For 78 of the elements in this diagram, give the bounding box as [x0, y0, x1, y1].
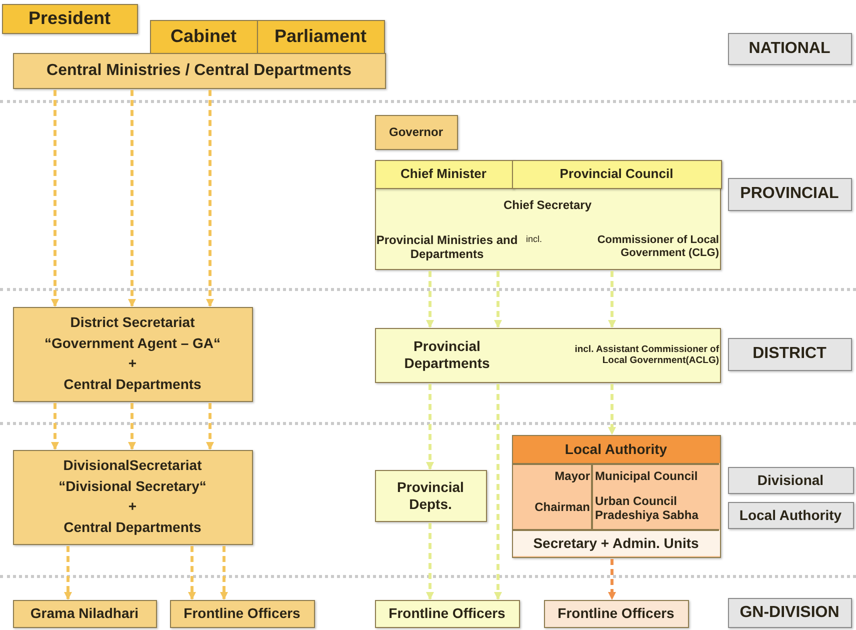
- org-box: [512, 160, 722, 188]
- box-text: Central Departments: [62, 518, 202, 537]
- box-text: Mayor: [554, 468, 590, 485]
- box-label: Parliament: [273, 24, 368, 48]
- org-box: [512, 435, 721, 558]
- org-box: [13, 53, 386, 89]
- org-box: [375, 600, 520, 628]
- arrow: [608, 271, 616, 328]
- box-text: DivisionalSecretariat: [62, 456, 203, 476]
- arrow: [608, 384, 616, 435]
- arrow: [426, 523, 434, 600]
- box-label: Provincial Council: [558, 164, 674, 183]
- org-box: [13, 600, 157, 628]
- box-label: Grama Niladhari: [29, 604, 140, 624]
- level-label-box: [728, 178, 852, 211]
- box-label: Frontline Officers: [182, 604, 302, 624]
- arrow: [51, 403, 59, 450]
- box-label: Governor: [388, 124, 444, 141]
- arrow: [64, 546, 72, 600]
- arrow: [128, 403, 136, 450]
- box-label: Divisional: [756, 470, 825, 490]
- arrow: [206, 403, 214, 450]
- arrow: [220, 546, 228, 600]
- box-text: “Divisional Secretary“: [58, 477, 208, 496]
- box-text: District Secretariat: [69, 313, 196, 332]
- box-label: Chief Minister: [400, 164, 488, 183]
- box-label: DISTRICT: [752, 344, 828, 364]
- box-label: Frontline Officers: [388, 604, 506, 624]
- arrow: [494, 384, 502, 600]
- org-box: [13, 307, 253, 402]
- box-text: Provincial Departments: [403, 337, 491, 373]
- org-box: [13, 450, 253, 545]
- arrow: [608, 559, 616, 600]
- box-text: Commissioner of Local Government (CLG): [596, 232, 719, 261]
- box-label: NATIONAL: [748, 38, 832, 59]
- arrow: [206, 90, 214, 307]
- box-label: Local Authority: [738, 506, 843, 525]
- box-label: President: [27, 6, 112, 30]
- org-box: [374, 160, 514, 188]
- org-box: [375, 160, 721, 270]
- box-label: GN-DIVISION: [738, 602, 840, 623]
- box-text: +: [127, 354, 138, 372]
- box-label: PROVINCIAL: [739, 184, 840, 204]
- box-label: Frontline Officers: [556, 604, 676, 624]
- box-text: “Government Agent – GA“: [43, 334, 222, 354]
- org-box: [375, 328, 721, 383]
- box-text: Secretary + Admin. Units: [532, 534, 700, 553]
- box-text: Central Departments: [62, 374, 202, 394]
- box-text: Local Authority: [564, 440, 668, 460]
- box-text: Chairman: [534, 498, 590, 516]
- level-label-box: [728, 33, 852, 65]
- arrow: [51, 90, 59, 307]
- box-label: Cabinet: [169, 24, 238, 48]
- org-box: [544, 600, 689, 628]
- level-label-box: [728, 467, 854, 494]
- org-box: [375, 115, 458, 150]
- arrow: [426, 271, 434, 328]
- arrow: [128, 90, 136, 307]
- box-text: Chief Secretary: [502, 196, 593, 214]
- org-box: [150, 20, 258, 54]
- org-box: [170, 600, 315, 628]
- box-text: Urban Council Pradeshiya Sabha: [595, 492, 700, 524]
- box-label: Central Ministries / Central Departments: [46, 60, 352, 81]
- arrow: [494, 271, 502, 328]
- org-box: [375, 470, 487, 522]
- level-label-box: [728, 338, 852, 371]
- org-box: [2, 4, 138, 34]
- box-text: Provincial Ministries and Departments: [376, 232, 518, 263]
- box-label: Provincial Depts.: [396, 478, 465, 514]
- box-text: Municipal Council: [595, 468, 699, 485]
- level-label-box: [728, 598, 852, 628]
- arrow: [188, 546, 196, 600]
- box-text: incl. Assistant Commissioner of Local Government(ACLG): [574, 342, 719, 368]
- org-box: [257, 20, 385, 54]
- arrow: [426, 384, 434, 470]
- box-text: +: [127, 497, 138, 515]
- level-label-box: [728, 502, 854, 529]
- box-text: incl.: [524, 232, 543, 246]
